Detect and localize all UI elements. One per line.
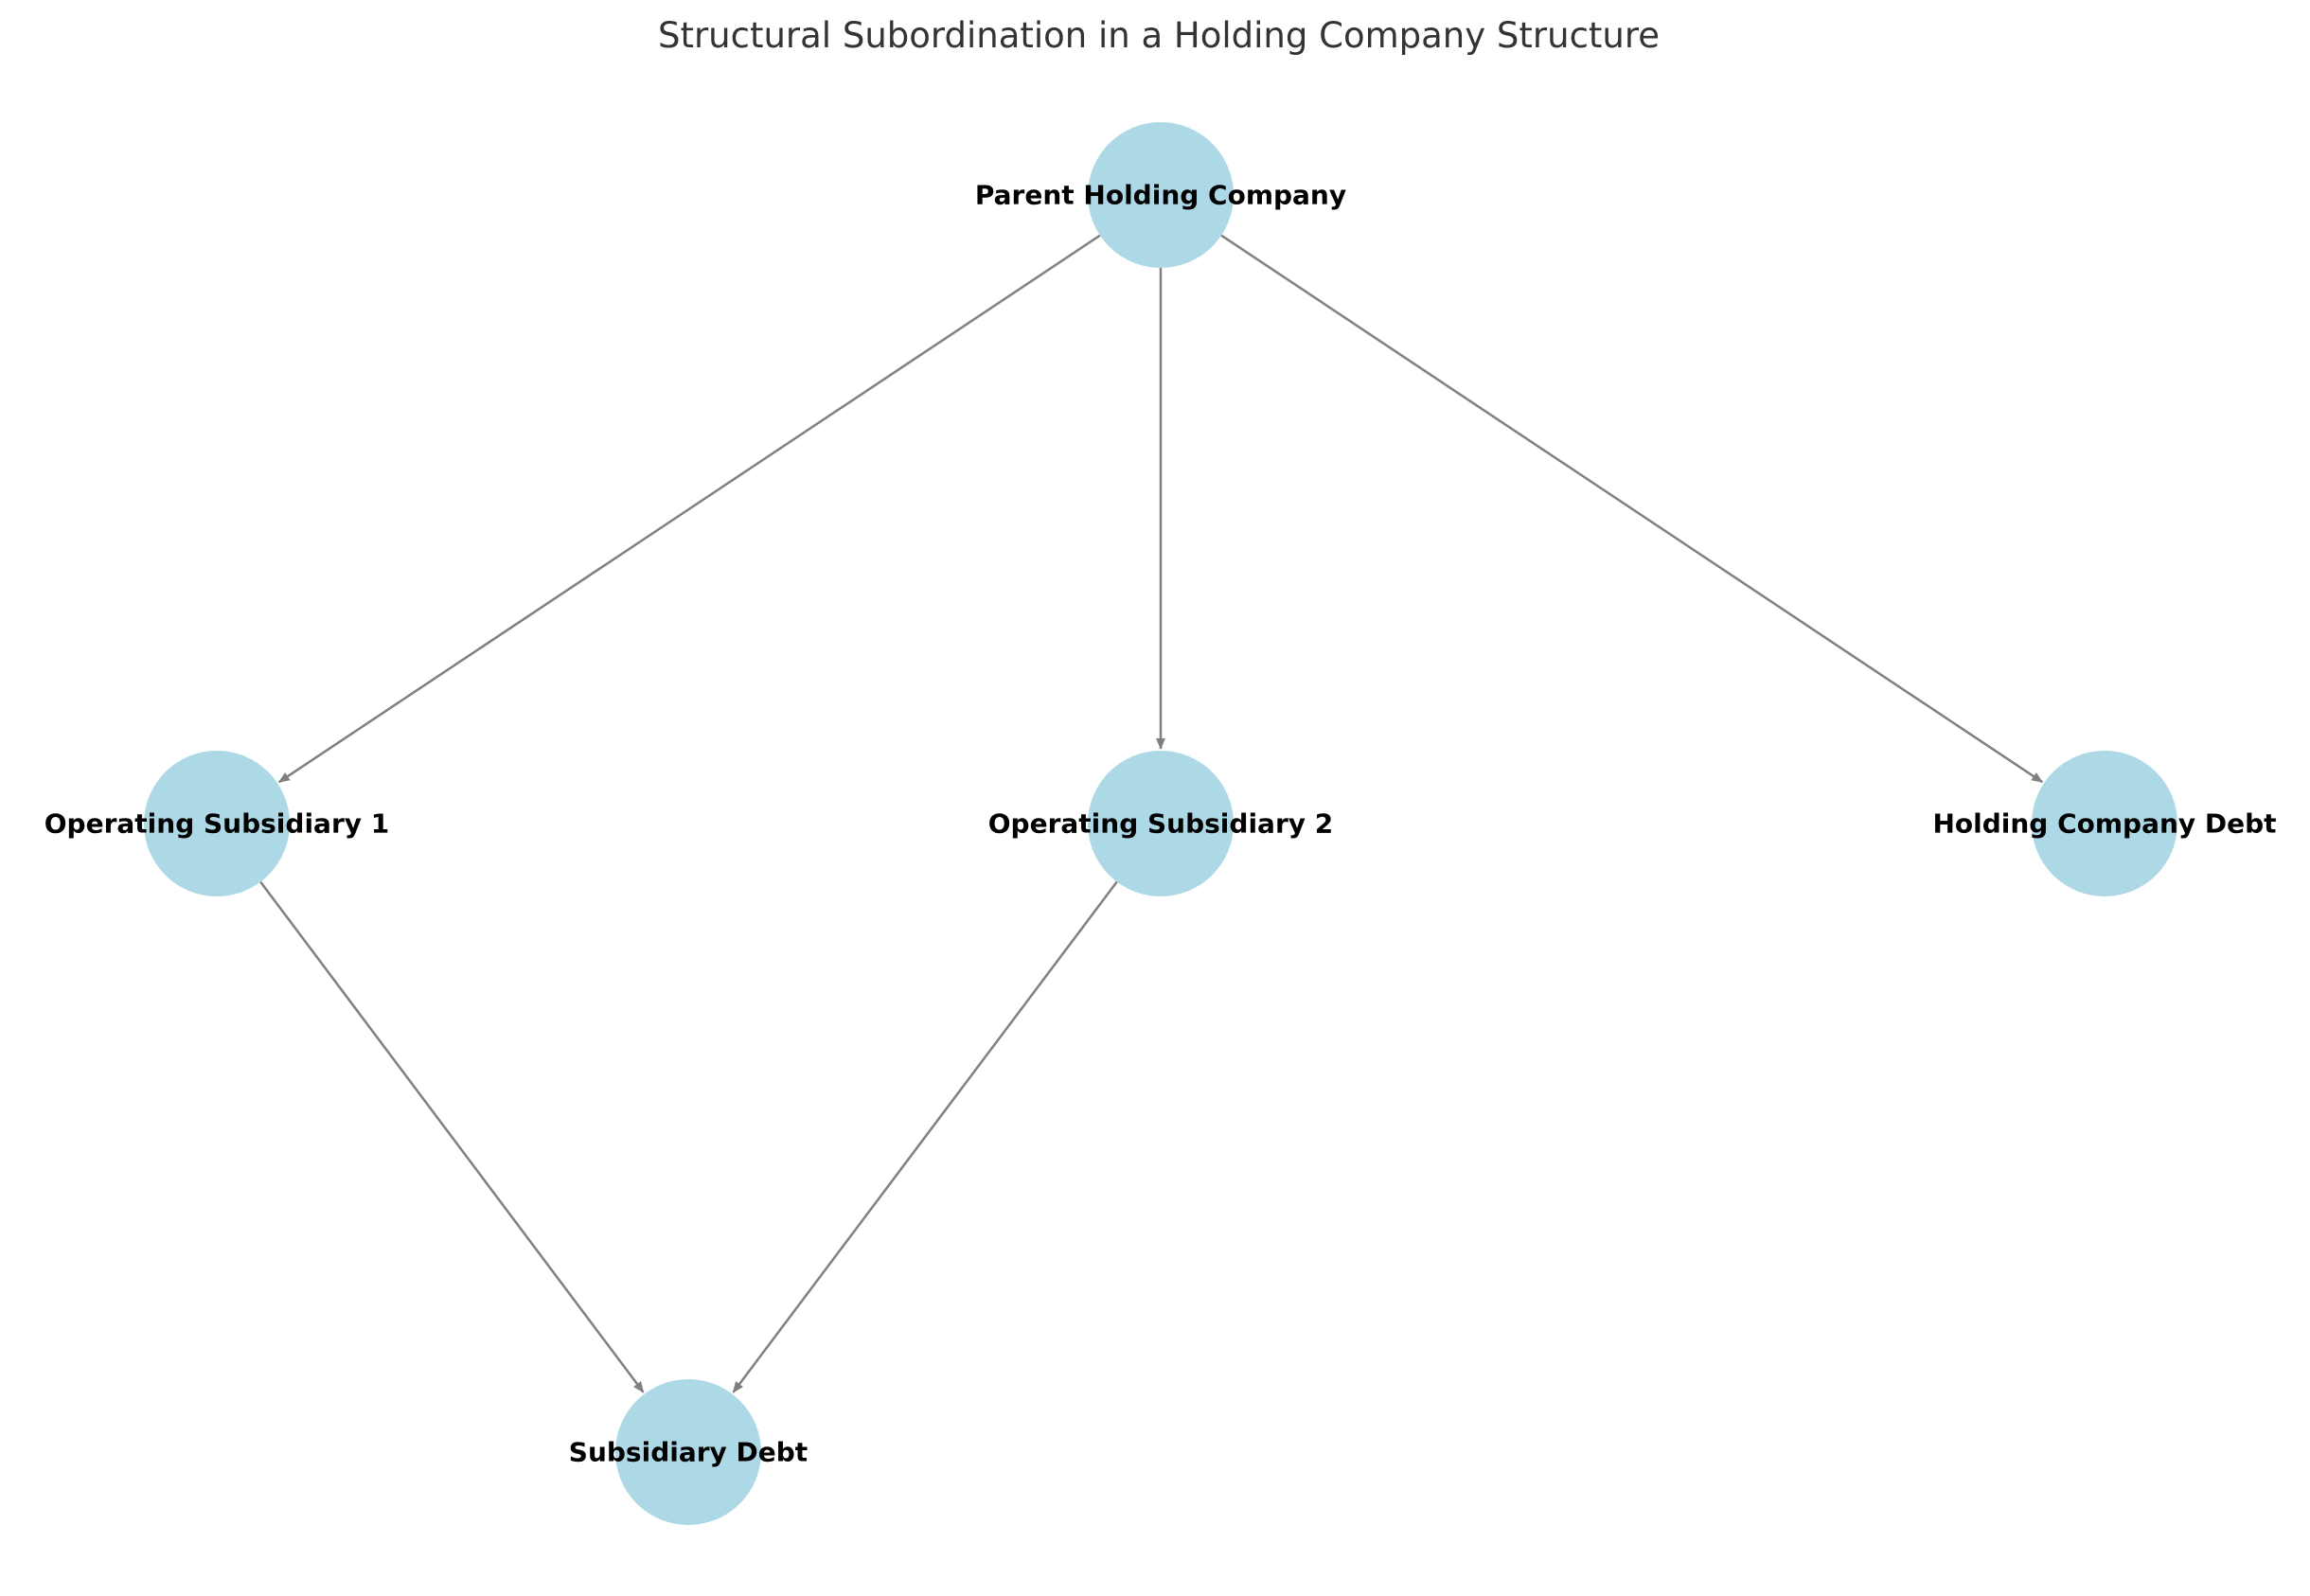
node-subdebt: Subsidiary Debt bbox=[569, 1379, 808, 1525]
edge-sub2-to-subdebt bbox=[732, 880, 1118, 1393]
node-parent: Parent Holding Company bbox=[975, 122, 1346, 268]
node-label-parent: Parent Holding Company bbox=[975, 180, 1346, 211]
edge-parent-to-sub1 bbox=[277, 234, 1101, 784]
node-circle-sub2 bbox=[1088, 751, 1234, 896]
node-sub2: Operating Subsidiary 2 bbox=[988, 751, 1333, 896]
node-label-sub1: Operating Subsidiary 1 bbox=[44, 808, 389, 840]
node-label-hcdebt: Holding Company Debt bbox=[1932, 808, 2276, 840]
node-hcdebt: Holding Company Debt bbox=[1932, 751, 2277, 896]
node-label-sub2: Operating Subsidiary 2 bbox=[988, 808, 1333, 840]
node-circle-hcdebt bbox=[2032, 751, 2177, 896]
diagram-title: Structural Subordination in a Holding Co… bbox=[658, 15, 1660, 56]
node-label-subdebt: Subsidiary Debt bbox=[569, 1437, 808, 1468]
edge-sub1-to-subdebt bbox=[259, 880, 645, 1393]
edge-parent-to-hcdebt bbox=[1220, 234, 2044, 784]
edges-layer bbox=[259, 234, 2044, 1393]
node-circle-sub1 bbox=[144, 751, 290, 896]
node-sub1: Operating Subsidiary 1 bbox=[44, 751, 389, 896]
node-circle-subdebt bbox=[615, 1379, 761, 1525]
node-circle-parent bbox=[1088, 122, 1234, 268]
